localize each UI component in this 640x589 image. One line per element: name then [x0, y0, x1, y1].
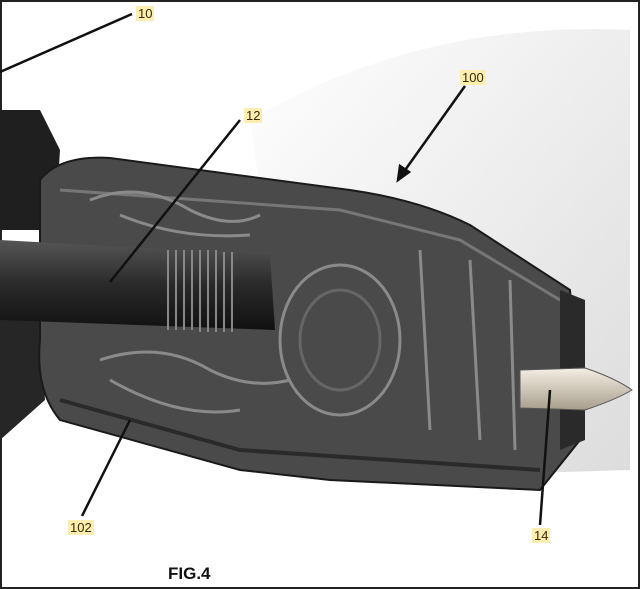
ref-label-14: 14	[532, 528, 551, 543]
leader-lines	[0, 12, 552, 526]
stock-lower	[0, 320, 45, 440]
bullet	[519, 367, 633, 411]
upper-edge	[59, 188, 561, 302]
ref-label-100: 100	[460, 70, 486, 85]
lower-edge	[59, 398, 541, 472]
barrel	[0, 240, 275, 330]
ref-label-10: 10	[136, 6, 155, 21]
threads	[167, 250, 233, 332]
baffles	[89, 190, 517, 451]
ref-label-12: 12	[244, 108, 263, 123]
figure-title: FIG.4	[168, 564, 211, 583]
ref-label-102: 102	[68, 520, 94, 535]
